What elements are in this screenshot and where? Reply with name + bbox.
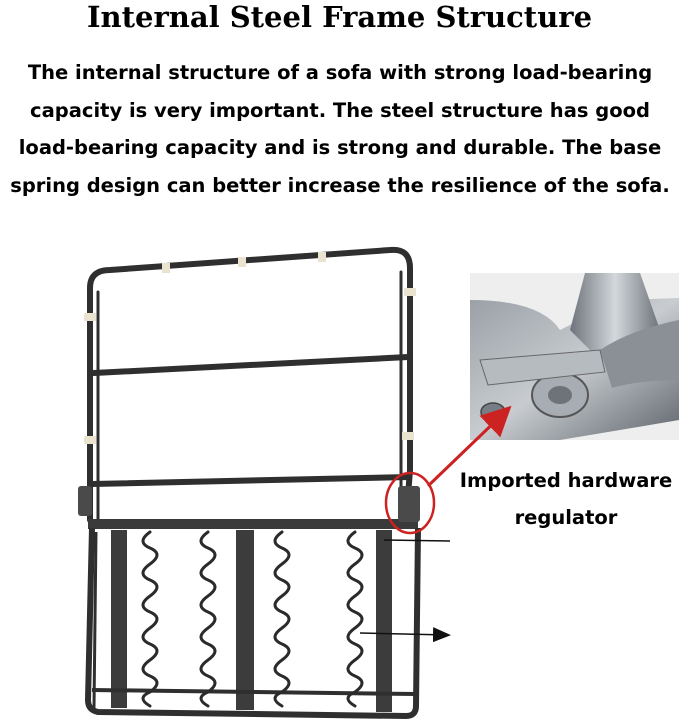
spring-3: [273, 530, 291, 708]
description-text: The internal structure of a sofa with st…: [4, 54, 676, 204]
back-frame: [87, 246, 413, 525]
spring-4: [346, 530, 364, 708]
callout-line-2: regulator: [514, 506, 618, 529]
description-line-2: capacity is very important. The steel st…: [30, 98, 650, 122]
hardware-regulator-label: Imported hardware regulator: [447, 462, 679, 536]
seat-frame: [85, 519, 421, 719]
indicator-line-upper: [383, 539, 451, 542]
description-line-4: spring design can better increase the re…: [10, 173, 670, 197]
frame-tape-wraps: [84, 252, 416, 444]
hardware-closeup-photo: [470, 273, 679, 440]
highlight-circle: [384, 471, 436, 535]
spring-2: [199, 530, 217, 708]
page-title: Internal Steel Frame Structure: [86, 0, 593, 34]
indicator-arrow-lower: [359, 627, 451, 643]
zigzag-springs: [141, 530, 364, 708]
red-callout-arrow: [426, 405, 512, 488]
description-line-3: load-bearing capacity and is strong and …: [18, 136, 662, 159]
hinge-bracket: [78, 486, 420, 522]
spring-1: [141, 530, 159, 708]
callout-line-1: Imported hardware: [459, 469, 673, 492]
description-line-1: The internal structure of a sofa with st…: [27, 61, 653, 84]
